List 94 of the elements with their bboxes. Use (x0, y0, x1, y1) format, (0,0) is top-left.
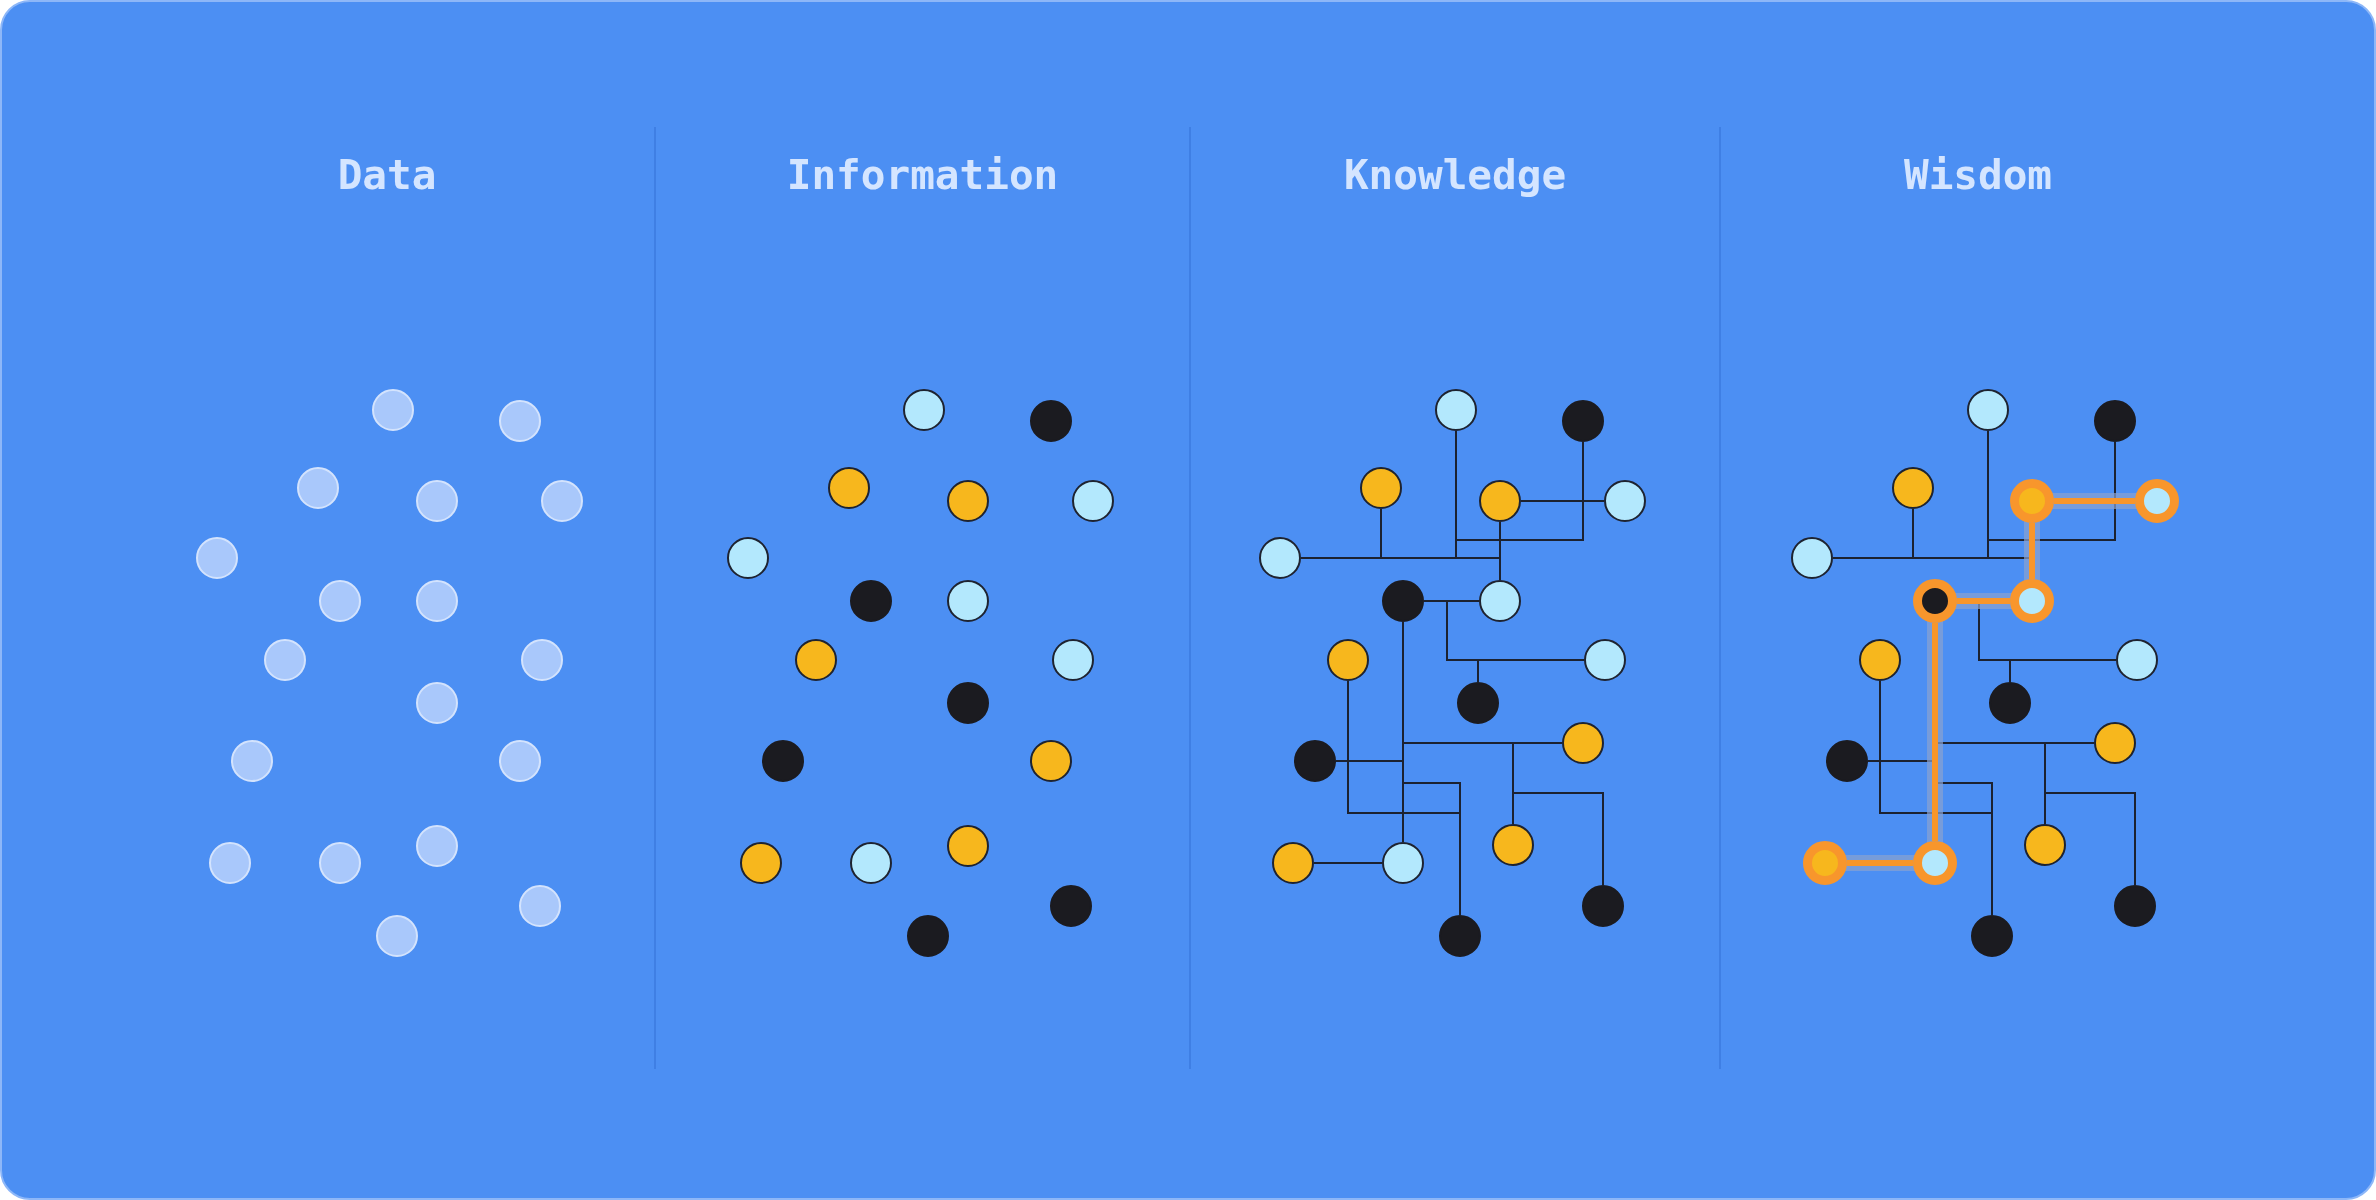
circle-node (1259, 537, 1301, 579)
panel-heading: Knowledge (1343, 150, 1567, 201)
circle-node (209, 842, 251, 884)
connector-line (1455, 430, 1584, 541)
circle-node (907, 915, 949, 957)
circle-node (499, 400, 541, 442)
highlighted-connector (1847, 860, 1913, 866)
circle-node (947, 580, 989, 622)
circle-node (521, 639, 563, 681)
circle-node (319, 842, 361, 884)
circle-node (1971, 915, 2013, 957)
circle-node (499, 740, 541, 782)
connector-line (2044, 792, 2136, 886)
circle-node (828, 467, 870, 509)
circle-node (2094, 722, 2136, 764)
circle-node (947, 480, 989, 522)
circle-node (2114, 885, 2156, 927)
connector-line (1520, 500, 1605, 502)
circle-node (947, 682, 989, 724)
highlighted-circle-node (1803, 841, 1847, 885)
connector-line (1347, 680, 1461, 916)
circle-node (1859, 639, 1901, 681)
circle-node (1604, 480, 1646, 522)
circle-node (1479, 480, 1521, 522)
connector-line (1879, 680, 1993, 916)
highlighted-circle-node (2135, 479, 2179, 523)
circle-node (1584, 639, 1626, 681)
circle-node (1072, 480, 1114, 522)
circle-node (850, 580, 892, 622)
circle-node (372, 389, 414, 431)
circle-node (727, 537, 769, 579)
highlighted-connector (2029, 523, 2035, 579)
circle-node (903, 389, 945, 431)
circle-node (1327, 639, 1369, 681)
circle-node (231, 740, 273, 782)
circle-node (1562, 400, 1604, 442)
circle-node (319, 580, 361, 622)
circle-node (416, 580, 458, 622)
highlighted-circle-node (2010, 479, 2054, 523)
circle-node (1457, 682, 1499, 724)
circle-node (1052, 639, 1094, 681)
circle-node (541, 480, 583, 522)
circle-node (1892, 467, 1934, 509)
circle-node (1272, 842, 1314, 884)
circle-node (762, 740, 804, 782)
circle-node (1360, 467, 1402, 509)
circle-node (1582, 885, 1624, 927)
highlighted-connector (1932, 623, 1938, 841)
circle-node (947, 825, 989, 867)
circle-node (1967, 389, 2009, 431)
highlighted-circle-node (1913, 579, 1957, 623)
connector-line (1512, 792, 1604, 886)
highlighted-circle-node (2010, 579, 2054, 623)
circle-node (1791, 537, 1833, 579)
panel-heading: Information (786, 150, 1059, 201)
highlighted-connector (2054, 498, 2135, 504)
circle-node (1030, 740, 1072, 782)
circle-node (1030, 400, 1072, 442)
circle-node (740, 842, 782, 884)
connector-line (2009, 659, 2117, 683)
circle-node (1435, 389, 1477, 431)
circle-node (416, 480, 458, 522)
circle-node (264, 639, 306, 681)
circle-node (416, 825, 458, 867)
circle-node (2116, 639, 2158, 681)
circle-node (1989, 682, 2031, 724)
circle-node (376, 915, 418, 957)
circle-node (1562, 722, 1604, 764)
connector-line (1477, 659, 1585, 683)
circle-node (2094, 400, 2136, 442)
circle-node (297, 467, 339, 509)
circle-node (850, 842, 892, 884)
circle-node (1479, 580, 1521, 622)
panel-heading: Data (337, 150, 437, 201)
circle-node (1439, 915, 1481, 957)
circle-node (1826, 740, 1868, 782)
circle-node (1294, 740, 1336, 782)
highlighted-circle-node (1913, 841, 1957, 885)
panel-heading: Wisdom (1903, 150, 2053, 201)
circle-node (795, 639, 837, 681)
connector-line (1313, 862, 1383, 864)
circle-node (1382, 580, 1424, 622)
circle-node (196, 537, 238, 579)
connector-line (1300, 557, 1501, 581)
circle-node (1492, 824, 1534, 866)
circle-node (519, 885, 561, 927)
connector-line (1867, 760, 1933, 762)
circle-node (2024, 824, 2066, 866)
connector-line (1832, 557, 2030, 559)
circle-node (1382, 842, 1424, 884)
circle-node (1050, 885, 1092, 927)
circle-node (416, 682, 458, 724)
highlighted-connector (1957, 598, 2010, 604)
connector-line (1987, 430, 2116, 541)
